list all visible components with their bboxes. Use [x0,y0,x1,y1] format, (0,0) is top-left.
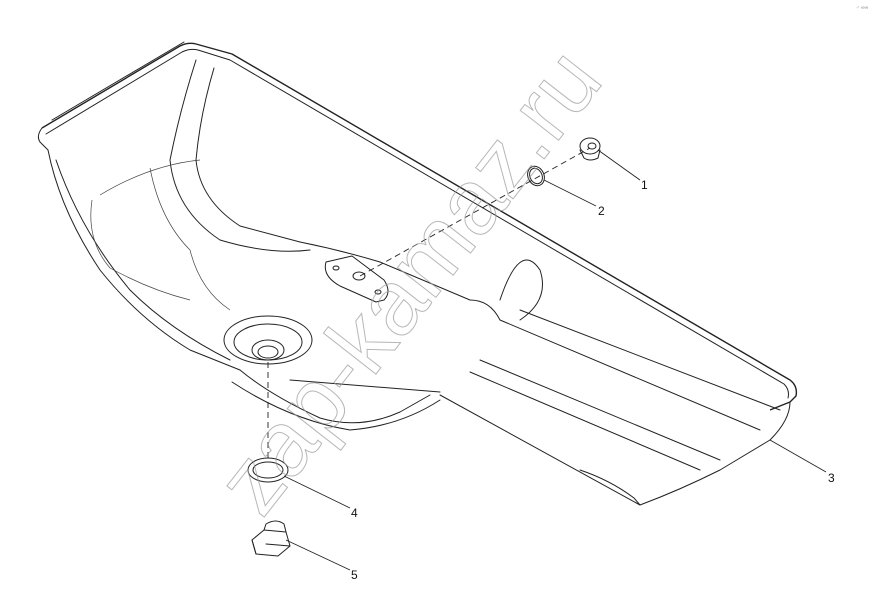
drain-plug [251,520,291,557]
fitting [579,137,601,161]
callout-1: 1 [641,178,648,192]
callout-5: 5 [351,568,358,582]
leader-3 [769,439,827,473]
sealing-washer [247,457,289,483]
leader-2 [543,179,597,207]
callout-3: 3 [828,471,835,485]
oil-pan [37,41,798,506]
watermark: zap-kamaz.ru [197,30,620,532]
leader-4 [283,475,351,509]
assembly-line-pickup [359,147,591,277]
callout-2: 2 [598,204,605,218]
callout-4: 4 [351,506,358,520]
o-ring [527,165,545,187]
leader-1 [597,149,641,181]
leader-5 [285,539,351,571]
corner-mark: ♂ ∞∞ [856,5,869,11]
